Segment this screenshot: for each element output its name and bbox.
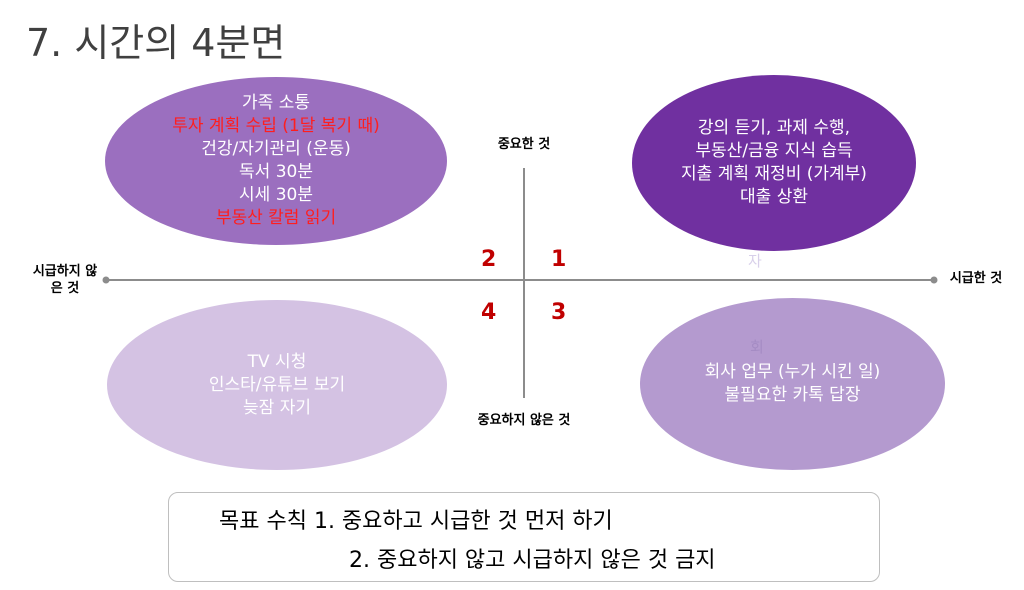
quadrant-number-1: 1	[551, 247, 567, 272]
q3-item: 불필요한 카톡 답장	[724, 385, 861, 405]
quadrant-number-4: 4	[481, 300, 497, 325]
axis-label-not-urgent: 시급하지 않은 것	[32, 264, 98, 296]
quadrant-number-3: 3	[551, 300, 567, 325]
q4-item: 늦잠 자기	[243, 397, 311, 418]
axis-label-urgent: 시급한 것	[949, 271, 1003, 286]
q2-item: 독서 30분	[239, 162, 313, 182]
q4-item: 인스타/유튜브 보기	[208, 374, 346, 395]
slide-title: 7. 시간의 4분면	[26, 21, 286, 65]
goal-line-2: 2. 중요하지 않고 시급하지 않은 것 금지	[349, 548, 716, 573]
axis-end-dot	[102, 276, 110, 284]
q1-item: 대출 상환	[740, 187, 808, 207]
axis-label-important: 중요한 것	[497, 137, 551, 152]
q2-item: 가족 소통	[242, 93, 310, 113]
quadrant-number-2: 2	[481, 247, 497, 272]
goal-line-1: 목표 수칙 1. 중요하고 시급한 것 먼저 하기	[219, 509, 613, 534]
q1-item: 강의 듣기, 과제 수행,	[697, 118, 851, 138]
quadrant-4-ellipse: TV 시청 인스타/유튜브 보기 늦잠 자기	[107, 300, 447, 470]
quadrant-3-ellipse: 회사 업무 (누가 시킨 일) 불필요한 카톡 답장	[640, 298, 945, 470]
q4-item: TV 시청	[247, 351, 307, 372]
q2-item: 시세 30분	[239, 185, 313, 205]
q3-item: 회사 업무 (누가 시킨 일)	[704, 362, 881, 382]
q2-item: 건강/자기관리 (운동)	[201, 139, 351, 159]
faint-mark: 회	[750, 338, 764, 356]
axis-end-dot	[930, 276, 938, 284]
goals-box: 목표 수칙 1. 중요하고 시급한 것 먼저 하기 2. 중요하지 않고 시급하…	[168, 492, 880, 582]
q1-item: 부동산/금융 지식 습득	[695, 141, 853, 161]
quadrant-2-ellipse: 가족 소통 투자 계획 수립 (1달 복기 때) 건강/자기관리 (운동) 독서…	[105, 77, 447, 245]
axis-label-not-important: 중요하지 않은 것	[477, 413, 571, 428]
q2-item: 투자 계획 수립 (1달 복기 때)	[172, 116, 380, 136]
faint-mark: 자	[748, 252, 762, 270]
q1-item: 지출 계획 재정비 (가계부)	[681, 164, 867, 184]
q2-item: 부동산 칼럼 읽기	[215, 208, 337, 228]
quadrant-1-ellipse: 강의 듣기, 과제 수행, 부동산/금융 지식 습득 지출 계획 재정비 (가계…	[632, 75, 916, 251]
